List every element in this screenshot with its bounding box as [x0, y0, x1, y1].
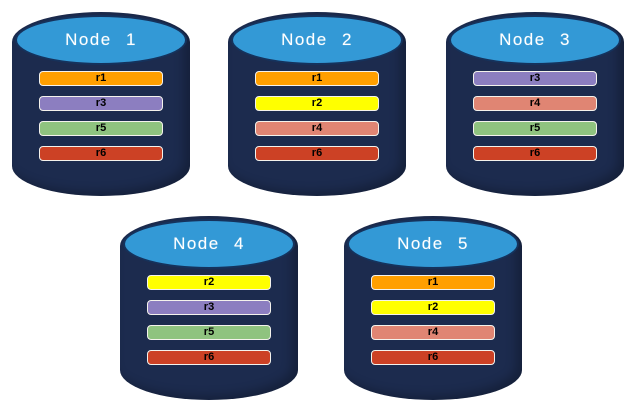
replica-bar-label: r5: [529, 122, 541, 134]
replica-bar: r3: [39, 96, 163, 111]
node-3-cylinder: Node 3 r3 r4 r5 r6: [446, 12, 624, 196]
node-2-cylinder: Node 2 r1 r2 r4 r6: [228, 12, 406, 196]
node-1-replica-list: r1 r3 r5 r6: [39, 71, 163, 171]
replica-bar-label: r5: [203, 326, 215, 338]
replica-bar: r3: [473, 71, 597, 86]
replica-bar: r6: [473, 146, 597, 161]
replica-bar-label: r3: [529, 72, 541, 84]
replica-bar: r6: [255, 146, 379, 161]
replica-bar-label: r3: [95, 97, 107, 109]
node-title: Node 1: [65, 30, 137, 49]
replica-bar-label: r6: [203, 351, 215, 363]
replica-bar: r5: [473, 121, 597, 136]
replica-bar-label: r2: [427, 301, 439, 313]
replica-bar: r5: [39, 121, 163, 136]
replica-bar: r1: [371, 275, 495, 290]
node-3-cylinder-top: Node 3: [449, 15, 621, 65]
replica-bar-label: r6: [311, 147, 323, 159]
node-1-cylinder: Node 1 r1 r3 r5 r6: [12, 12, 190, 196]
replica-bar: r4: [473, 96, 597, 111]
replica-bar-label: r3: [203, 301, 215, 313]
replica-bar-label: r5: [95, 122, 107, 134]
replica-bar: r1: [39, 71, 163, 86]
replica-bar-label: r2: [311, 97, 323, 109]
node-title: Node 2: [281, 30, 353, 49]
node-title: Node 4: [173, 234, 245, 253]
node-1-cylinder-top: Node 1: [15, 15, 187, 65]
replica-bar: r2: [255, 96, 379, 111]
replica-bar: r4: [255, 121, 379, 136]
replica-bar: r6: [371, 350, 495, 365]
node-4-cylinder-top: Node 4: [123, 219, 295, 269]
node-2-replica-list: r1 r2 r4 r6: [255, 71, 379, 171]
replica-bar-label: r1: [311, 72, 323, 84]
node-5-cylinder-top: Node 5: [347, 219, 519, 269]
replica-bar: r6: [147, 350, 271, 365]
node-5-cylinder: Node 5 r1 r2 r4 r6: [344, 216, 522, 400]
replica-bar: r6: [39, 146, 163, 161]
replica-bar-label: r6: [427, 351, 439, 363]
replica-bar-label: r6: [95, 147, 107, 159]
replica-bar: r3: [147, 300, 271, 315]
node-4-cylinder: Node 4 r2 r3 r5 r6: [120, 216, 298, 400]
replica-bar: r4: [371, 325, 495, 340]
replica-bar-label: r1: [427, 276, 439, 288]
node-2-cylinder-top: Node 2: [231, 15, 403, 65]
replica-bar: r2: [147, 275, 271, 290]
replica-bar-label: r1: [95, 72, 107, 84]
node-title: Node 5: [397, 234, 469, 253]
node-title: Node 3: [499, 30, 571, 49]
replica-bar: r1: [255, 71, 379, 86]
node-5-replica-list: r1 r2 r4 r6: [371, 275, 495, 375]
replica-bar: r5: [147, 325, 271, 340]
replica-bar: r2: [371, 300, 495, 315]
replica-bar-label: r6: [529, 147, 541, 159]
replica-bar-label: r4: [529, 97, 541, 109]
node-4-replica-list: r2 r3 r5 r6: [147, 275, 271, 375]
node-3-replica-list: r3 r4 r5 r6: [473, 71, 597, 171]
replica-bar-label: r2: [203, 276, 215, 288]
replica-bar-label: r4: [427, 326, 439, 338]
replica-bar-label: r4: [311, 122, 323, 134]
